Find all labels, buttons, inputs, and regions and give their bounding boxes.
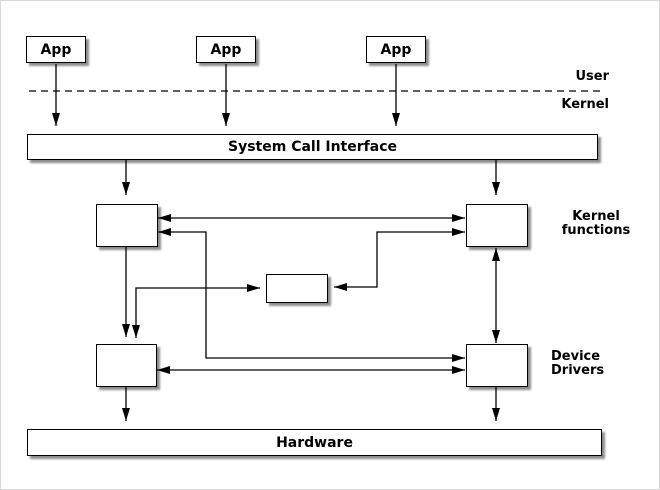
system-call-interface-label: System Call Interface <box>228 139 397 155</box>
app-box-3-label: App <box>380 41 412 58</box>
device-drivers-label: Device Drivers <box>551 349 605 378</box>
app-box-1-label: App <box>40 41 72 58</box>
kernel-function-box-left <box>96 204 158 247</box>
arrow-device-left-middle-box <box>132 284 260 338</box>
app-box-2: App <box>196 36 256 63</box>
kernel-middle-box <box>266 274 328 303</box>
system-call-interface-box: System Call Interface <box>27 134 598 160</box>
app-box-1: App <box>26 36 86 63</box>
arrow-kernel-right-middle-box <box>334 228 465 291</box>
hardware-label: Hardware <box>276 434 353 451</box>
app-box-3: App <box>366 36 426 63</box>
kernel-functions-label: Kernel functions <box>561 209 631 238</box>
app-box-2-label: App <box>210 41 242 58</box>
user-space-label: User <box>575 69 609 84</box>
device-driver-box-left <box>96 344 157 387</box>
kernel-space-label: Kernel <box>561 97 609 112</box>
device-driver-box-right <box>466 344 528 387</box>
kernel-function-box-right <box>466 204 528 247</box>
hardware-box: Hardware <box>27 429 602 456</box>
